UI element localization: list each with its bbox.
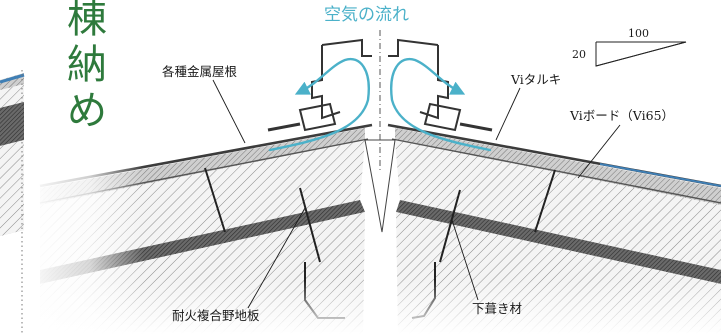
metal-roof-label: 各種金属屋根 bbox=[162, 64, 238, 79]
slope-run-label: 100 bbox=[628, 27, 649, 40]
leader-lines bbox=[212, 79, 621, 309]
vi-taruki-label: Viタルキ bbox=[510, 72, 561, 87]
fireproof-board-label: 耐火複合野地板 bbox=[172, 308, 260, 323]
slope-rise-label: 20 bbox=[572, 48, 586, 61]
air-flow-arrows bbox=[268, 57, 492, 152]
slope-scale: 100 20 bbox=[572, 27, 687, 67]
right-fireproof-board bbox=[395, 140, 721, 270]
page-title: 棟 納 め bbox=[62, 0, 112, 134]
ridge-gap bbox=[364, 139, 396, 233]
title-char-1: 棟 bbox=[67, 0, 107, 42]
title-char-2: 納 bbox=[67, 42, 107, 88]
title-char-3: め bbox=[67, 88, 107, 134]
ridge-ventilation-cap bbox=[267, 38, 493, 132]
vi-board-label: Viボード（Vi65） bbox=[569, 108, 674, 123]
underlay-label: 下葺き材 bbox=[472, 301, 522, 316]
air-flow-label: 空気の流れ bbox=[324, 5, 409, 25]
right-dark-layer bbox=[396, 200, 721, 284]
bottom-fade bbox=[24, 280, 721, 334]
left-partial-panel bbox=[0, 70, 25, 334]
